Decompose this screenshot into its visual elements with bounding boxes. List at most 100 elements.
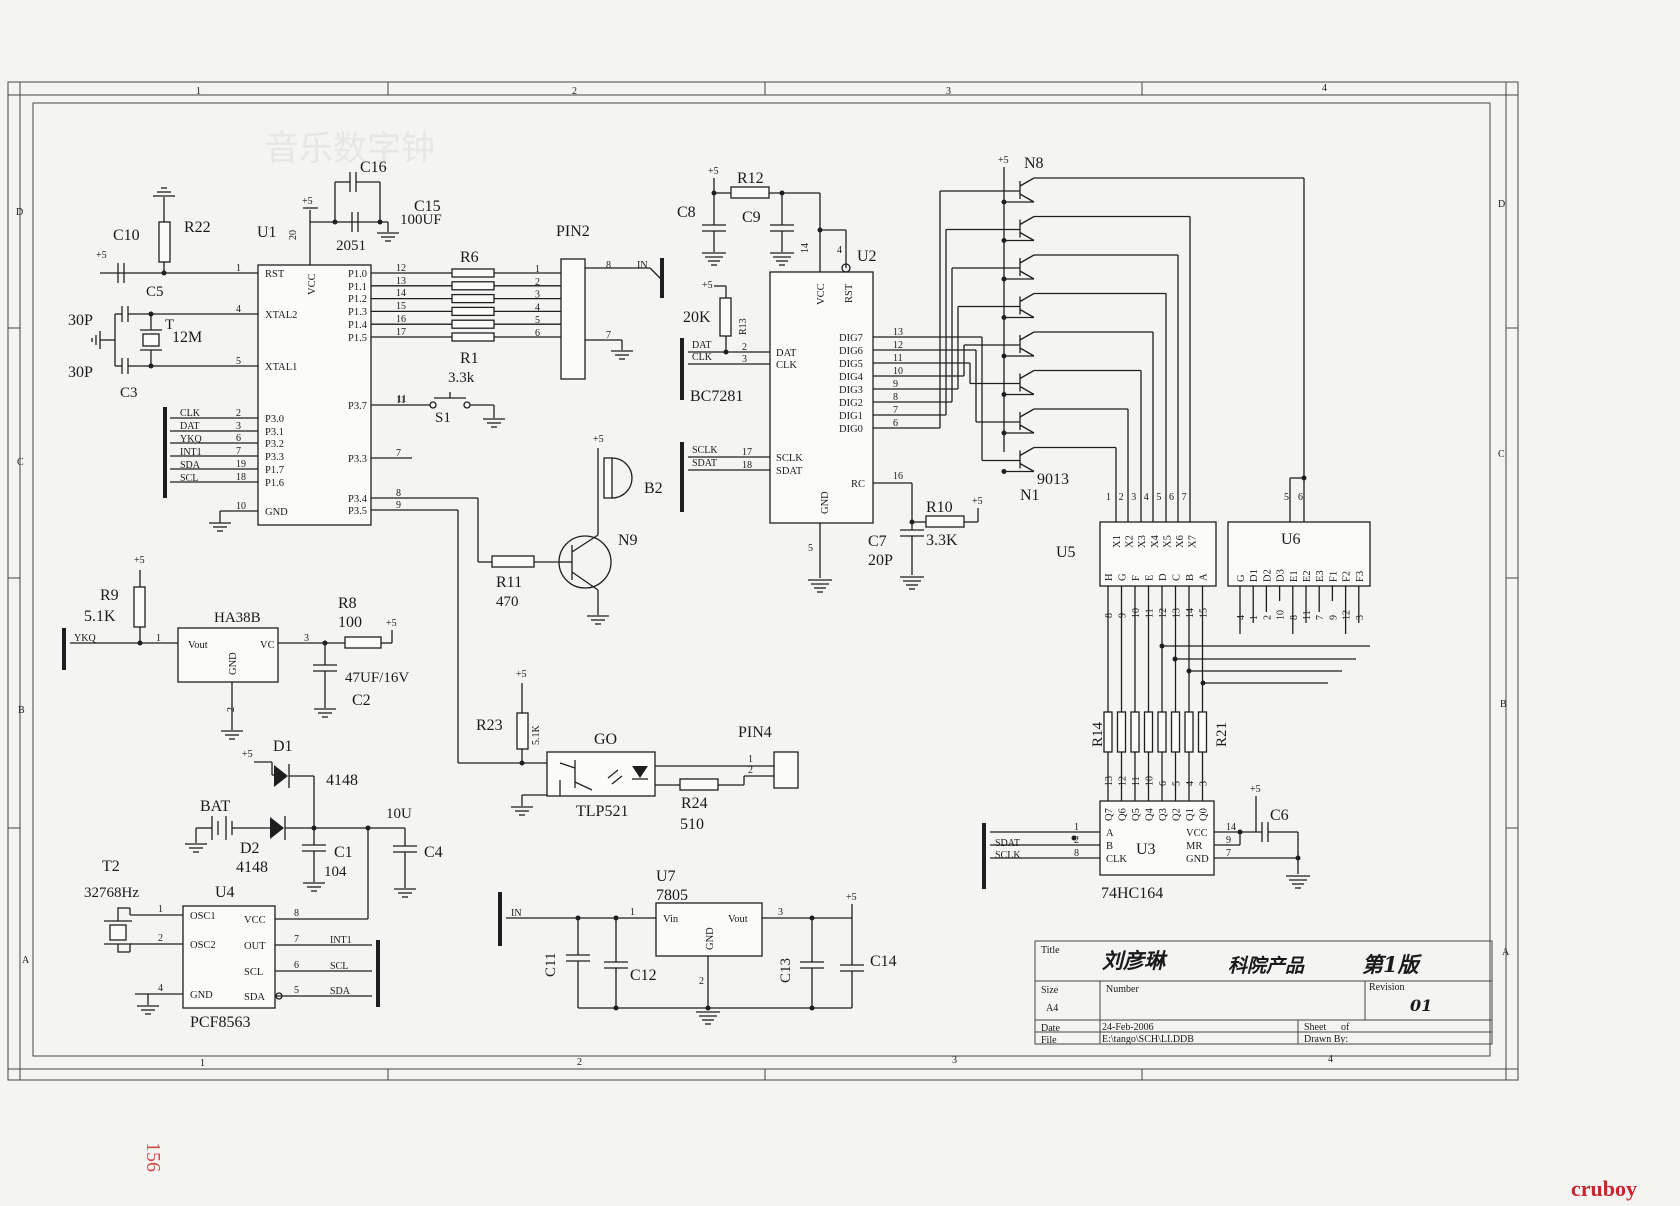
u3-top-pin-name: Q7 <box>1104 808 1115 821</box>
u2-right-pin-name: DIG5 <box>839 359 863 370</box>
u6-bottom-pin-number: 8 <box>1289 615 1300 620</box>
col-label-bottom-4: 4 <box>1328 1054 1333 1065</box>
u2-display-driver: U2 BC7281 VCC RST GND RC 2DAT3CLK17SCLK1… <box>680 229 903 593</box>
drawn-by-label: Drawn By: <box>1304 1034 1348 1045</box>
tlp521-opto: GO TLP521 +5 R23 5.1K R24 510 <box>476 669 774 833</box>
u1-right-pin-number: 7 <box>396 448 401 459</box>
u2-gnd-pin: 5 <box>808 543 813 554</box>
u5-top-pin-number: 6 <box>1169 492 1174 503</box>
r24-ref: R24 <box>681 795 708 812</box>
d1-plus5: +5 <box>242 749 253 760</box>
u1-left-pin-number: 10 <box>236 501 246 512</box>
u5-top-pin-name: X7 <box>1188 535 1199 548</box>
date-label: Date <box>1041 1023 1060 1034</box>
c2-value: 47UF/16V <box>345 670 409 686</box>
t2-value: 32768Hz <box>84 885 139 901</box>
u6-bottom-pin-name: D2 <box>1262 569 1273 582</box>
u3-top-pin-number: 11 <box>1131 776 1142 786</box>
u2-left-pin-name: DAT <box>776 348 797 359</box>
row-label-right-a: A <box>1502 947 1510 958</box>
u5-bottom-pin-number: 10 <box>1131 608 1142 618</box>
u6-top-pin-number: 6 <box>1298 492 1303 503</box>
segment-resistor <box>1170 711 1181 753</box>
title-author: 刘彦琳 <box>1102 948 1168 973</box>
revision-value: 01 <box>1410 996 1432 1015</box>
u2-right-pin-number: 8 <box>893 392 898 403</box>
u3-left-pin-name: A <box>1106 828 1114 839</box>
u5-bottom-pin-name: E <box>1145 575 1156 581</box>
segment-resistor <box>1116 711 1127 753</box>
r23-ref: R23 <box>476 717 503 734</box>
row-label-left-b: B <box>18 705 25 716</box>
row-label-right-c: C <box>1498 449 1505 460</box>
u3-top-pin-name: Q6 <box>1118 808 1129 821</box>
u1-right-pin-name: P1.0 <box>348 269 367 280</box>
pin2-pin7: 7 <box>606 330 611 341</box>
r6-ref: R6 <box>460 249 479 266</box>
u3-right-pin-name: GND <box>1186 854 1209 865</box>
u1-clock-section: 30P 30P C3 T 12M <box>68 306 258 401</box>
u1-right-pin-name: P3.4 <box>348 494 368 505</box>
u4-right-pin-number: 7 <box>294 934 299 945</box>
c5-ref: C5 <box>146 284 164 300</box>
u5-bottom-pin-number: 13 <box>1172 608 1183 618</box>
u3-left-pin-number: 2 <box>1074 835 1079 846</box>
u6-bottom-pin-name: E3 <box>1315 570 1326 582</box>
u1-left-pin-number: 6 <box>236 433 241 444</box>
ha38b-bus-ykq: YKQ <box>74 633 96 644</box>
c16-ref: C16 <box>360 159 387 176</box>
t2-ref: T2 <box>102 858 120 875</box>
u3-shift-register: U3 74HC164 Q713Q612Q511Q410Q36Q25Q14Q031… <box>982 776 1311 902</box>
u1-left-pin-name: XTAL1 <box>265 362 297 373</box>
r6-resistor <box>451 281 495 291</box>
u5-top-pin-name: X5 <box>1162 535 1173 548</box>
u1-right-pin-number: 9 <box>396 500 401 511</box>
revision-label: Revision <box>1369 982 1405 993</box>
battery-backup: +5 D1 4148 BAT D2 4148 C1 104 10U C4 <box>184 738 443 919</box>
u2-right-pin-name: DIG3 <box>839 385 863 396</box>
u1-bus-label: CLK <box>180 408 201 419</box>
u1-vcc-plus5: +5 <box>302 196 313 207</box>
u1-right-pin-name: P1.5 <box>348 333 367 344</box>
u5-top-pin-number: 5 <box>1156 492 1161 503</box>
u2-left-pin-number: 3 <box>742 354 747 365</box>
u4-right-pin-number: 5 <box>294 985 299 996</box>
pin2-pin-number: 3 <box>535 290 540 301</box>
r23-value: 5.1K <box>531 725 542 746</box>
c2-ref: C2 <box>352 692 371 709</box>
ha38b-pin1: 1 <box>156 633 161 644</box>
r8-plus5: +5 <box>386 618 397 629</box>
u2-left-pin-name: SCLK <box>776 453 803 464</box>
u1-bus-label: INT1 <box>180 447 202 458</box>
page-mark: 156 <box>142 1142 164 1172</box>
u5-top-pin-number: 7 <box>1182 492 1187 503</box>
u1-vcc-pin: 20 <box>288 230 299 240</box>
drawing-frame: 1 2 3 4 1 2 3 4 D C B A D C B A <box>7 81 1519 1081</box>
u5-bottom-pin-number: 8 <box>1104 613 1115 618</box>
u2-left-pin-name: CLK <box>776 360 797 371</box>
col-label-top-3: 3 <box>946 86 951 97</box>
u5-top-pin-number: 1 <box>1106 492 1111 503</box>
r9-plus5: +5 <box>134 555 145 566</box>
u2-right-pin-number: 12 <box>893 340 903 351</box>
u3-top-pin-number: 6 <box>1158 781 1169 786</box>
u2-right-pin-name: DIG7 <box>839 333 863 344</box>
u3-right-pin-name: VCC <box>1186 828 1208 839</box>
r13-plus5: +5 <box>702 280 713 291</box>
u4-right-pin-name: SDA <box>244 992 265 1003</box>
col-label-top-4: 4 <box>1322 83 1327 94</box>
u3-right-pin-name: MR <box>1186 841 1202 852</box>
u3-ref: U3 <box>1136 841 1156 858</box>
row-label-right-b: B <box>1500 699 1507 710</box>
u2-left-pin-name: SDAT <box>776 466 803 477</box>
crystal-ref: T <box>165 317 174 333</box>
pin4-pin1: 1 <box>748 754 753 765</box>
c4-ref: C4 <box>424 844 443 861</box>
r10-value: 3.3K <box>926 532 958 549</box>
r1-value: 3.3k <box>448 370 475 386</box>
u5-top-pin-number: 4 <box>1144 492 1149 503</box>
c8-ref: C8 <box>677 204 696 221</box>
r6-resistor <box>451 293 495 304</box>
transistor-part: 9013 <box>1037 471 1069 488</box>
